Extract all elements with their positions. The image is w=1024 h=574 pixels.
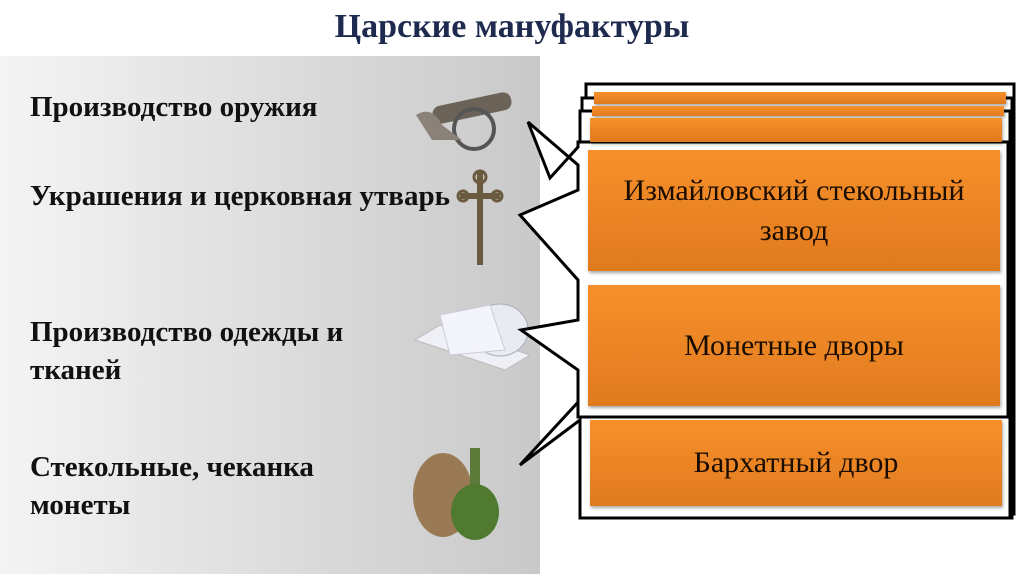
back-box-2 <box>592 106 1004 116</box>
back-box-1 <box>594 92 1006 104</box>
glass-bottle-icon <box>413 448 499 540</box>
item-clothing: Производство одежды и тканей <box>30 316 344 386</box>
box-velvet-yard: Бархатный двор <box>590 420 1002 506</box>
slide-title: Царские мануфактуры <box>334 8 690 45</box>
item-jewelry: Украшения и церковная утварь <box>30 180 450 212</box>
cross-icon <box>456 169 504 265</box>
cannon-icon <box>416 92 512 151</box>
box-mints: Монетные дворы <box>588 285 1000 406</box>
item-weapons: Производство оружия <box>30 91 318 123</box>
fabric-roll-icon <box>413 303 532 371</box>
item-glass-coins: Стекольные, чеканка монеты <box>30 451 314 521</box>
back-box-3 <box>590 118 1002 142</box>
box-izmailovo: Измайловский стекольный завод <box>588 150 1000 271</box>
